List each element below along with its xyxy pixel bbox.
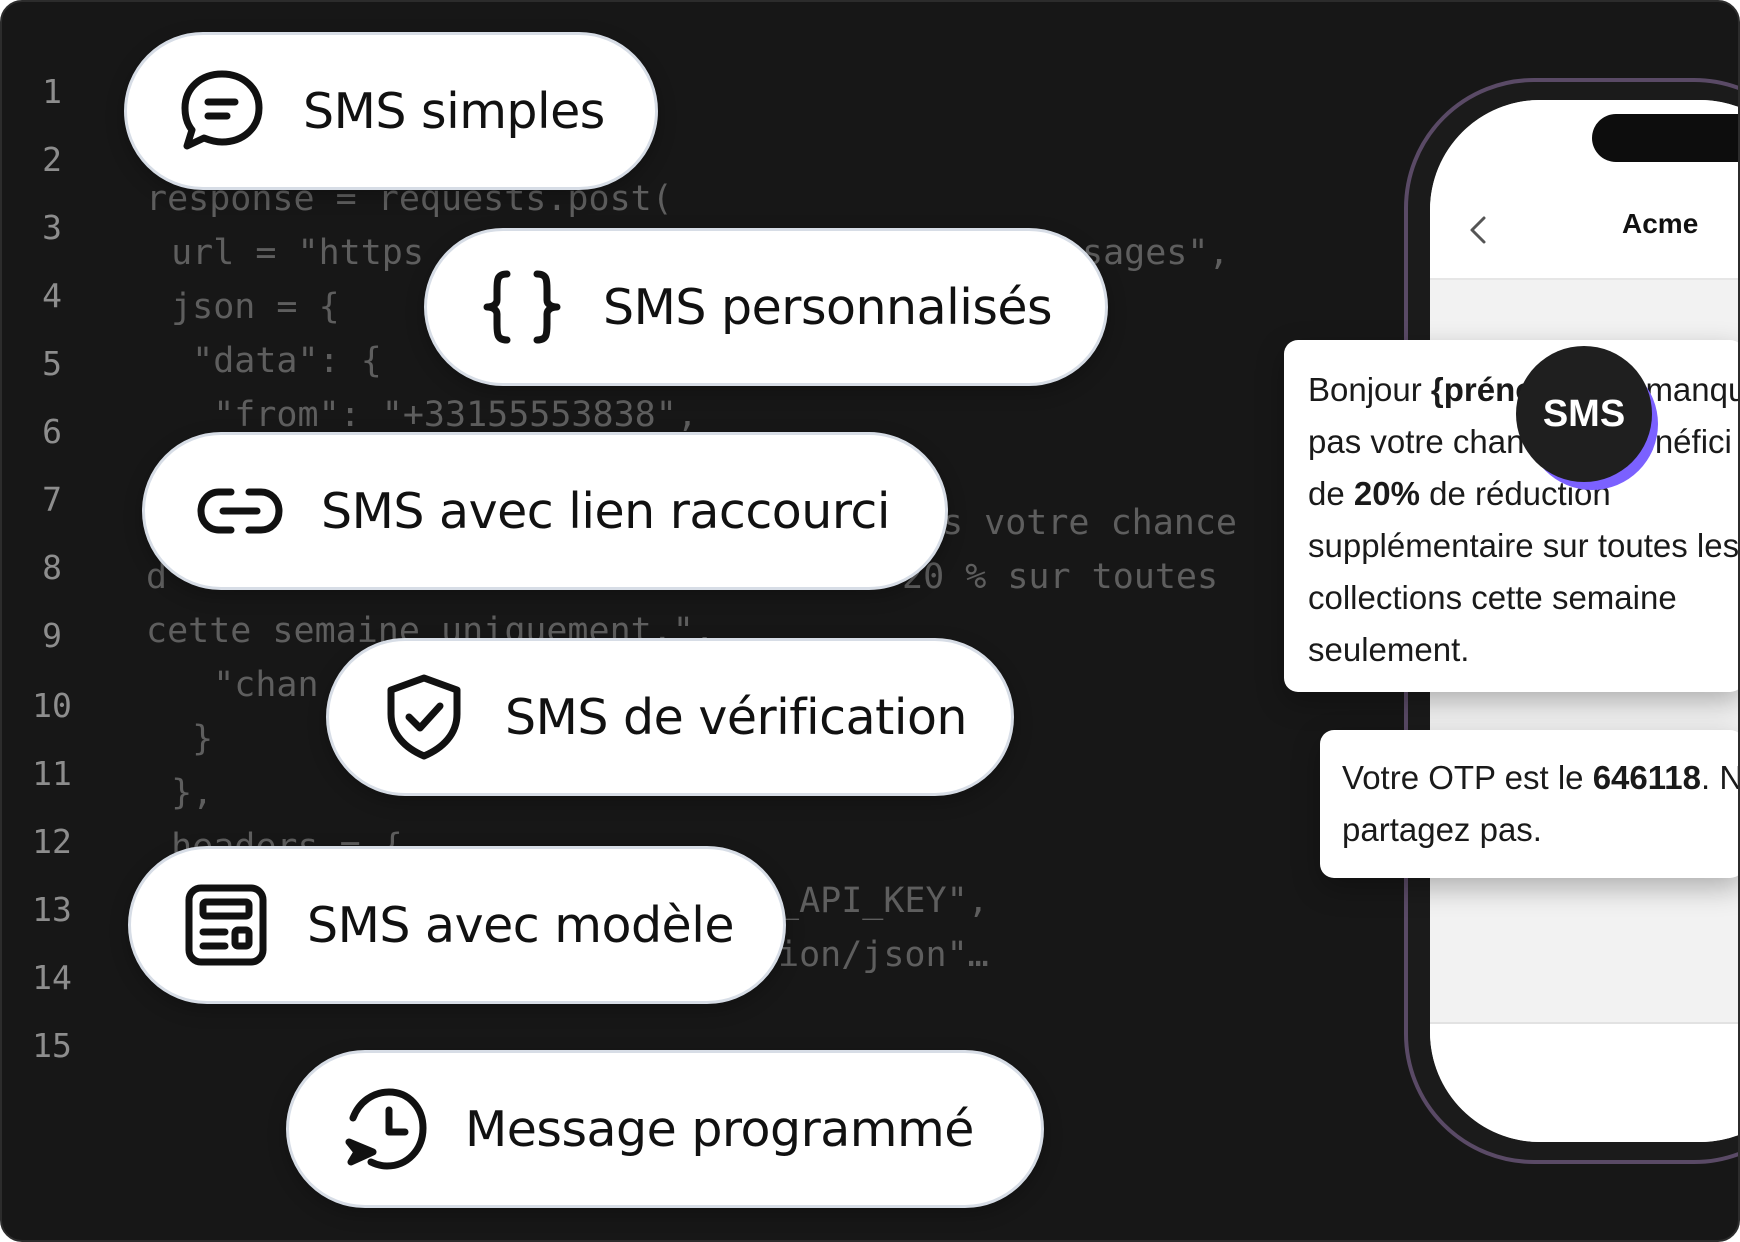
code-line: sages", <box>1082 233 1230 273</box>
code-line: 20 % sur toutes <box>902 557 1219 597</box>
message-line: supplémentaire sur toutes les <box>1308 527 1740 564</box>
code-line: d <box>146 557 168 597</box>
text-bold: 20% <box>1353 475 1420 512</box>
code-line: json = { <box>150 287 340 327</box>
pill-label: SMS de vérification <box>505 688 967 746</box>
text-segment: Bonjour <box>1308 371 1431 408</box>
code-line: "chan <box>150 665 319 705</box>
pill-sms-personnalises[interactable]: SMS personnalisés <box>424 228 1108 386</box>
code-line: }, <box>150 773 214 813</box>
line-number: 9 <box>42 616 62 655</box>
line-number: 2 <box>42 140 62 179</box>
text-segment: de <box>1308 475 1354 512</box>
line-number: 14 <box>32 958 72 997</box>
line-number: 10 <box>32 686 72 725</box>
pill-sms-lien-raccourci[interactable]: SMS avec lien raccourci <box>142 432 948 590</box>
message-line: seulement. <box>1308 631 1470 668</box>
chat-footer <box>1430 1022 1738 1142</box>
code-line: "data": { <box>150 341 382 381</box>
contact-name: Acme <box>1622 208 1699 239</box>
pill-label: SMS avec lien raccourci <box>321 482 890 540</box>
dynamic-island <box>1592 114 1738 162</box>
pill-label: SMS simples <box>303 82 605 140</box>
text-segment: énéfici <box>1636 423 1732 460</box>
line-number: 15 <box>32 1026 72 1065</box>
pill-label: Message programmé <box>465 1100 974 1158</box>
link-icon <box>195 466 285 556</box>
line-number: 13 <box>32 890 72 929</box>
code-line: } <box>150 719 214 759</box>
pill-sms-verification[interactable]: SMS de vérification <box>326 638 1014 796</box>
message-bubble-otp: Votre OTP est le 646118. N partagez pas. <box>1320 730 1740 878</box>
line-number: 3 <box>42 208 62 247</box>
line-number: 8 <box>42 548 62 587</box>
scheduled-clock-icon <box>339 1084 429 1174</box>
message-line: collections cette semaine <box>1308 579 1677 616</box>
pill-sms-modele[interactable]: SMS avec modèle <box>128 846 786 1004</box>
line-number: 6 <box>42 412 62 451</box>
message-line: pas votre chan énéfici <box>1308 416 1738 468</box>
pill-label: SMS avec modèle <box>307 896 734 954</box>
text-segment: manqu <box>1645 371 1740 408</box>
shield-check-icon <box>379 672 469 762</box>
text-segment: pas votre chan <box>1308 423 1525 460</box>
chat-bubble-icon <box>177 66 267 156</box>
template-icon <box>181 880 271 970</box>
code-line: ion/json"… <box>778 935 989 975</box>
curly-braces-icon <box>477 262 567 352</box>
back-chevron-icon[interactable] <box>1464 210 1494 250</box>
code-line: "from": "+33155553838", <box>150 395 698 435</box>
pill-sms-simples[interactable]: SMS simples <box>124 32 658 190</box>
message-line: partagez pas. <box>1342 811 1542 848</box>
text-segment: . N <box>1701 759 1740 796</box>
pill-message-programme[interactable]: Message programmé <box>286 1050 1044 1208</box>
line-number: 4 <box>42 276 62 315</box>
code-line: url = "https <box>150 233 424 273</box>
text-segment: Votre OTP est le <box>1342 759 1593 796</box>
sms-badge: SMS <box>1516 346 1652 482</box>
line-number: 7 <box>42 480 62 519</box>
line-number: 11 <box>32 754 72 793</box>
message-line: Votre OTP est le 646118. N <box>1342 752 1740 804</box>
code-line: _API_KEY", <box>778 881 989 921</box>
message-line: de 20% de réduction <box>1308 468 1738 520</box>
code-line: s votre chance <box>942 503 1238 543</box>
line-number: 5 <box>42 344 62 383</box>
text-bold: 646118 <box>1592 759 1701 796</box>
pill-label: SMS personnalisés <box>603 278 1053 336</box>
line-number: 1 <box>42 72 62 111</box>
line-number: 12 <box>32 822 72 861</box>
